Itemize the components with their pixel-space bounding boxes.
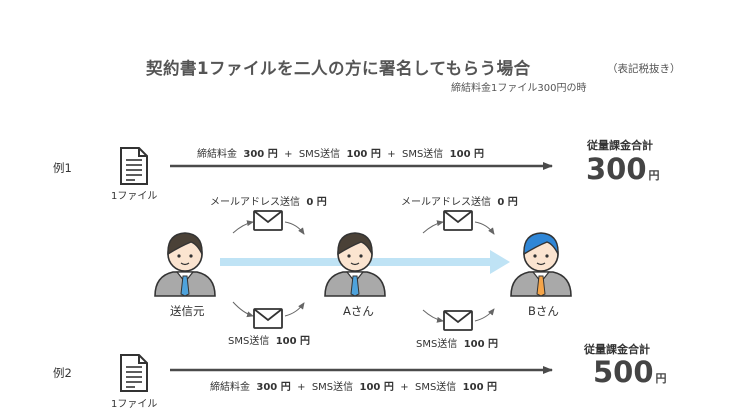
plus-sign: +: [400, 382, 409, 393]
email-send-label-2: メールアドレス送信 0 円: [401, 193, 518, 208]
plus-sign: +: [387, 149, 396, 160]
fee-name: 締結料金: [197, 149, 237, 160]
example1-fee-line: 締結料金 300 円 + SMS送信 100 円 + SMS送信 100 円: [197, 145, 484, 160]
fee-value: 100 円: [462, 382, 498, 393]
sms-send-label-2: SMS送信 100 円: [416, 335, 498, 350]
email-send-value: 0 円: [497, 197, 518, 208]
fee-value: 100 円: [346, 149, 381, 160]
sms-send-name: SMS送信: [228, 336, 270, 347]
curved-arrow-out: [474, 221, 495, 235]
curved-arrow-in: [422, 309, 444, 323]
email-send-value: 0 円: [306, 197, 327, 208]
envelope-icon: [253, 210, 283, 231]
plus-sign: +: [284, 149, 293, 160]
envelope-icon: [443, 210, 473, 231]
envelope-icon: [253, 308, 283, 329]
envelope-icon: [443, 310, 473, 331]
person-b-icon: [510, 232, 572, 297]
page-subtitle: 締結料金1ファイル300円の時: [451, 83, 587, 94]
example2-total-value: 500: [593, 355, 654, 389]
example2-label: 例2: [53, 366, 72, 380]
sms-send-value: 100 円: [275, 336, 311, 347]
person-a-label: Aさん: [343, 304, 374, 318]
example1-file-label: 1ファイル: [111, 191, 158, 202]
person-a-icon: [324, 232, 386, 297]
curved-arrow-in: [422, 220, 444, 234]
fee-name: 締結料金: [210, 382, 250, 393]
curved-arrow-out: [284, 302, 305, 317]
example1-total-label: 従量課金合計: [587, 139, 653, 152]
page-title: 契約書1ファイルを二人の方に署名してもらう場合: [146, 59, 531, 78]
sms-send-name: SMS送信: [416, 339, 458, 350]
fee-name: SMS送信: [401, 149, 444, 160]
example1-total-value: 300: [586, 152, 647, 186]
fee-value: 100 円: [449, 149, 485, 160]
sms-send-value: 100 円: [463, 339, 499, 350]
curved-arrow-in: [232, 220, 254, 234]
fee-name: SMS送信: [298, 149, 341, 160]
fee-name: SMS送信: [311, 382, 354, 393]
example2-file-label: 1ファイル: [111, 399, 158, 410]
document-icon: [120, 147, 148, 185]
person-sender-icon: [154, 232, 216, 297]
example1-label: 例1: [53, 161, 72, 175]
sms-send-label-1: SMS送信 100 円: [228, 332, 310, 347]
fee-value: 300 円: [243, 149, 278, 160]
fee-name: SMS送信: [414, 382, 457, 393]
fee-value: 100 円: [359, 382, 394, 393]
sender-label: 送信元: [170, 304, 205, 318]
document-icon: [120, 354, 148, 392]
email-send-name: メールアドレス送信: [401, 197, 491, 208]
plus-sign: +: [297, 382, 306, 393]
curved-arrow-out: [284, 221, 305, 235]
example2-total-label: 従量課金合計: [584, 343, 650, 356]
fee-value: 300 円: [256, 382, 291, 393]
tax-note: （表記税抜き）: [607, 63, 681, 75]
email-send-label-1: メールアドレス送信 0 円: [210, 193, 327, 208]
example2-fee-line: 締結料金 300 円 + SMS送信 100 円 + SMS送信 100 円: [210, 378, 497, 393]
example2-total-unit: 円: [655, 372, 667, 385]
curved-arrow-out: [474, 308, 495, 322]
curved-arrow-in: [232, 301, 254, 318]
email-send-name: メールアドレス送信: [210, 197, 300, 208]
example1-total-unit: 円: [648, 169, 660, 182]
person-b-label: Bさん: [528, 304, 559, 318]
